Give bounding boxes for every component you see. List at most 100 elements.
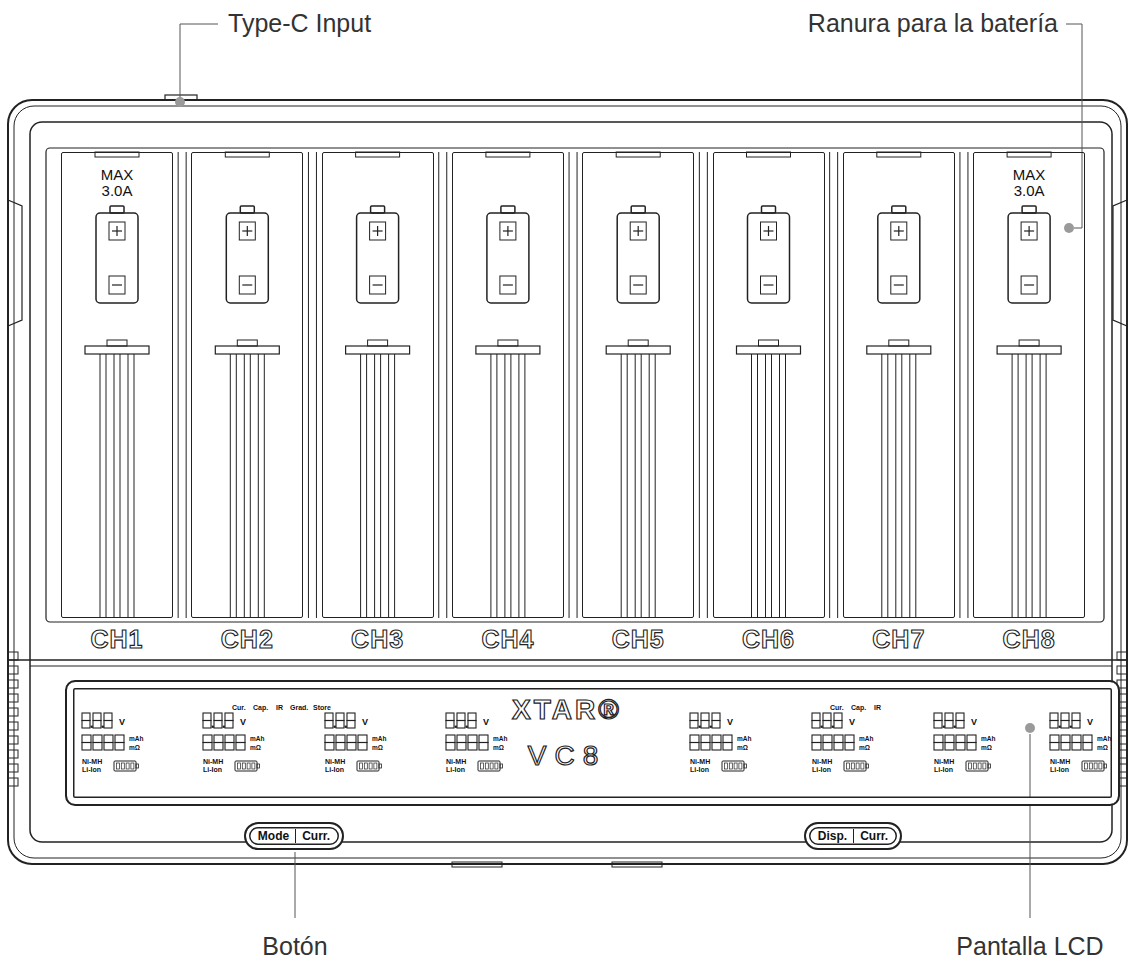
leader-line — [180, 24, 218, 100]
lcd-segment — [214, 721, 222, 729]
lcd-segment — [701, 713, 709, 721]
chemistry-label: Ni-MH — [203, 758, 223, 765]
lcd-dot — [832, 726, 834, 728]
lcd-segment — [945, 743, 954, 751]
lcd-battery — [734, 763, 737, 769]
lcd-segment — [1061, 735, 1070, 743]
slider-contact — [476, 346, 540, 354]
lcd-segment — [457, 713, 465, 721]
leader-line — [295, 852, 296, 918]
housing-line — [30, 666, 1112, 667]
button-label: Mode — [258, 829, 295, 843]
lcd-segment — [956, 713, 964, 721]
lcd-dot — [710, 726, 712, 728]
slider-rail — [360, 354, 361, 618]
charger-housing — [14, 106, 1121, 858]
slider-rail — [621, 354, 622, 618]
plus-symbol — [898, 226, 899, 236]
slider-contact — [237, 340, 257, 346]
lcd-battery — [360, 763, 363, 769]
chemistry-label: Ni-MH — [325, 758, 345, 765]
slider-rail — [264, 354, 265, 618]
vent-slot — [8, 694, 18, 702]
lcd-segment — [225, 721, 233, 729]
lcd-indicator: Cap. — [851, 704, 866, 711]
lcd-segment — [336, 735, 345, 743]
channel-label: CH6 — [714, 627, 824, 652]
slot-notch — [95, 152, 139, 157]
vent-slot — [1117, 764, 1127, 772]
minus-symbol — [1024, 284, 1034, 285]
lcd-segment — [712, 721, 720, 729]
lcd-segment — [812, 713, 820, 721]
lcd-segment — [82, 713, 90, 721]
minus-symbol — [239, 276, 255, 294]
channel-label: CH3 — [323, 627, 433, 652]
slider-rail — [496, 354, 497, 618]
lcd-segment — [967, 735, 976, 743]
lcd-segment — [82, 721, 90, 729]
slider-rail — [106, 354, 107, 618]
lcd-segment — [225, 743, 234, 751]
lcd-battery — [369, 763, 372, 769]
callout-dot — [1025, 723, 1035, 733]
battery-icon — [357, 213, 399, 303]
chemistry-label: Ni-MH — [1050, 758, 1070, 765]
lcd-battery — [500, 764, 503, 768]
lcd-segment — [358, 735, 367, 743]
battery-icon — [878, 213, 920, 303]
vent-slot — [1117, 652, 1127, 660]
vent-slot — [1117, 694, 1127, 702]
chemistry-label: Ni-MH — [446, 758, 466, 765]
lcd-segment — [1050, 713, 1058, 721]
lcd-segment — [1072, 721, 1080, 729]
slider-rail — [895, 354, 896, 618]
unit-label: mAh — [859, 736, 873, 743]
lcd-battery — [247, 763, 250, 769]
lcd-segment — [358, 743, 367, 751]
lcd-segment — [945, 735, 954, 743]
chemistry-label: Li-Ion — [446, 766, 465, 773]
unit-label: V — [971, 718, 977, 727]
minus-symbol — [761, 276, 777, 294]
battery-icon — [96, 213, 138, 303]
slider-contact — [997, 346, 1061, 354]
battery-slot: MAX 3.0ACH1 — [61, 152, 173, 618]
leader-line — [1066, 24, 1082, 228]
lcd-segment — [347, 743, 356, 751]
lcd-dot — [821, 726, 823, 728]
lcd-segment — [845, 735, 854, 743]
slider-rail — [635, 354, 636, 618]
plus-symbol — [247, 226, 248, 236]
battery-icon — [371, 206, 385, 213]
battery-icon — [892, 206, 906, 213]
slider-rail — [901, 354, 902, 618]
button-label: Disp. — [818, 829, 853, 843]
lcd-segment — [1061, 721, 1069, 729]
slider-contact — [867, 346, 931, 354]
lcd-segment — [325, 743, 334, 751]
vent-slot — [8, 764, 18, 772]
minus-symbol — [503, 284, 513, 285]
callout-dot — [1064, 223, 1074, 233]
lcd-battery — [495, 763, 498, 769]
lcd-segment — [347, 735, 356, 743]
slider-contact — [628, 340, 648, 346]
slider-rail — [518, 354, 519, 618]
lcd-dot — [699, 726, 701, 728]
plus-symbol — [761, 222, 777, 240]
lcd-segment — [203, 743, 212, 751]
lcd-segment — [82, 743, 91, 751]
battery-icon — [617, 213, 659, 303]
lcd-segment — [823, 735, 832, 743]
unit-label: mΩ — [372, 745, 383, 752]
chemistry-label: Li-Ion — [82, 766, 101, 773]
slider-rail — [881, 354, 882, 618]
slider-rail — [1012, 354, 1013, 618]
plus-symbol — [1021, 222, 1037, 240]
lcd-segment — [701, 735, 710, 743]
lcd-segment — [956, 721, 964, 729]
lcd-segment — [1050, 721, 1058, 729]
lcd-battery — [866, 764, 869, 768]
current-rating: MAX 3.0A — [1005, 167, 1053, 199]
